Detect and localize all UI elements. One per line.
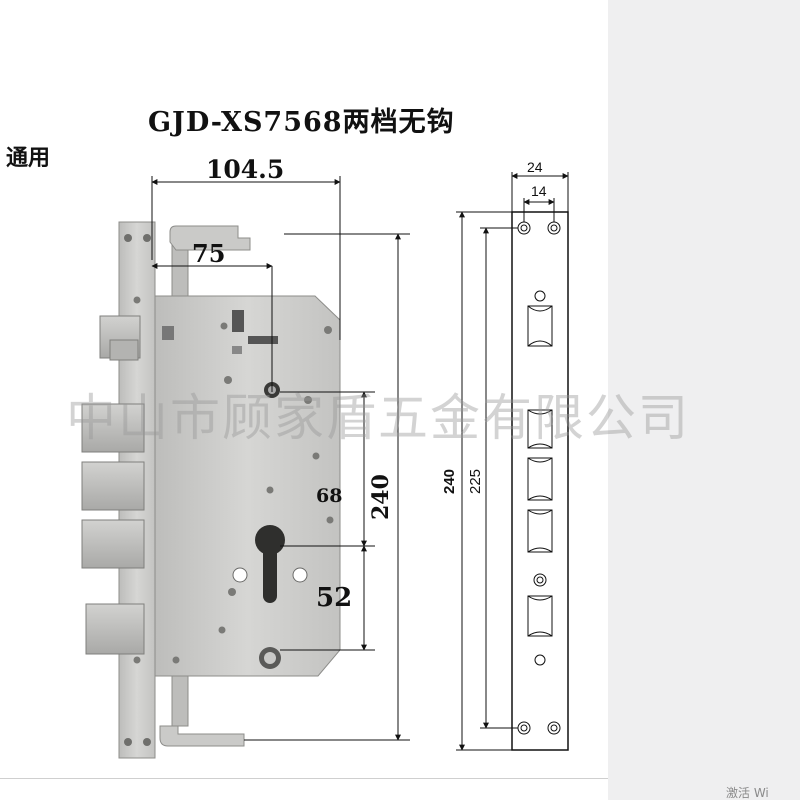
dim-lower-offset: 52 <box>316 583 352 613</box>
deadbolt-3 <box>81 519 145 569</box>
side-panel <box>608 0 800 800</box>
dim-cylinder-offset: 68 <box>316 485 342 507</box>
side-label: 通用 <box>6 146 51 171</box>
strike-plate <box>511 211 569 751</box>
dim-case-height: 240 <box>368 474 394 520</box>
dim-plate-width: 24 <box>527 159 543 175</box>
lock-case <box>154 295 341 677</box>
deadbolt-1 <box>81 403 145 453</box>
product-title: GJD-XS7568两档无钩 <box>148 107 455 138</box>
company-watermark: 中山市顾家盾五金有限公司 <box>66 389 690 447</box>
deadbolt-4 <box>85 603 145 655</box>
dim-plate-inner: 14 <box>531 183 547 199</box>
lock-body <box>81 221 341 759</box>
dim-width-total: 104.5 <box>206 155 284 184</box>
dim-backset: 75 <box>192 239 225 268</box>
deadbolt-2 <box>81 461 145 511</box>
dim-plate-hole-span: 225 <box>467 469 484 494</box>
dim-plate-height: 240 <box>441 469 458 494</box>
dimension-lines <box>151 176 410 741</box>
activate-notice: 激活 Wi <box>726 786 769 800</box>
divider <box>0 778 608 779</box>
